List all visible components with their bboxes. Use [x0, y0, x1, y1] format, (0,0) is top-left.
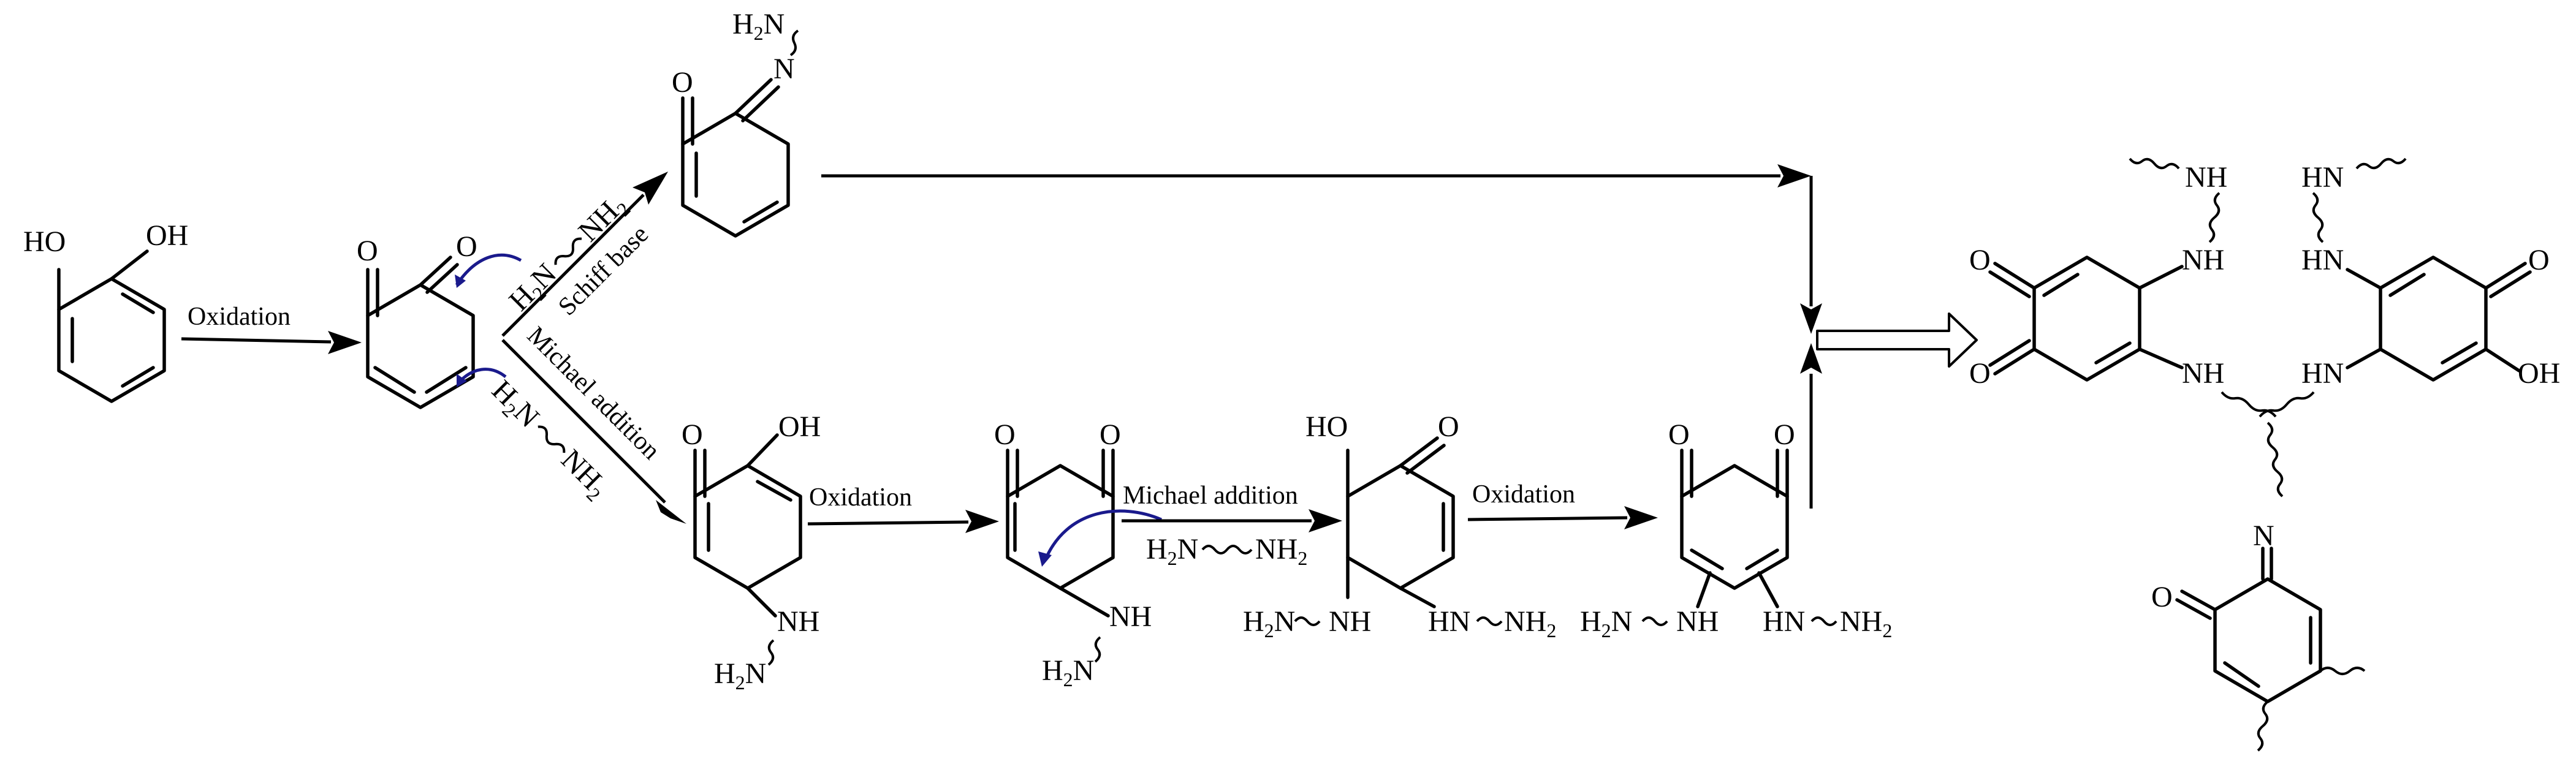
reagent-h2n: H2N	[503, 257, 565, 320]
hydroxyl-label: OH	[778, 411, 821, 443]
electron-arrow-head	[457, 374, 467, 387]
nh-label: NH	[1329, 605, 1371, 638]
amine-label: H2N	[1042, 654, 1094, 691]
oxygen-label: O	[357, 235, 378, 267]
hydroxyl-label: HO	[1305, 411, 1348, 443]
oxygen-label: O	[682, 418, 703, 451]
reagent-nh2: NH2	[1504, 605, 1556, 641]
o-quinone-molecule: O O	[357, 230, 477, 409]
electron-arrow-head	[455, 274, 466, 288]
oxidation-arrow-3: Oxidation	[1467, 480, 1658, 529]
electron-arrow-head	[1038, 551, 1052, 567]
upward-arrow	[1800, 343, 1822, 509]
nh-label: NH	[2182, 357, 2224, 390]
nh-label: NH	[1109, 600, 1152, 633]
nitrogen-label: N	[773, 53, 795, 85]
crosslinked-product: O O NH NH NH O OH HN HN HN N	[1969, 157, 2560, 752]
amine-label: H2N	[714, 657, 766, 694]
reaction-label: Michael addition	[1123, 482, 1298, 510]
quinone-adduct-molecule: O O NH H2N	[994, 418, 1152, 691]
schiff-base-arrow: H2N NH2 Schiff base	[501, 172, 668, 337]
hydroxyl-label: OH	[2518, 357, 2560, 390]
electron-arrow	[455, 253, 522, 286]
catechol-molecule: HO OH	[23, 219, 188, 403]
reaction-label: Oxidation	[1472, 480, 1575, 509]
schiff-base-product: O N H2N	[672, 8, 799, 238]
michael-adduct-molecule: O OH NH H2N	[682, 411, 821, 694]
oxygen-label: O	[2528, 244, 2550, 276]
oxygen-label: O	[1668, 418, 1690, 451]
oxygen-label: O	[1100, 418, 1121, 451]
bis-adduct-quinone-molecule: O O NH H2N HN NH2	[1580, 418, 1892, 641]
hydroxyl-label: HO	[23, 225, 66, 258]
hydroxyl-label: OH	[146, 219, 188, 252]
oxygen-label: O	[1969, 244, 1991, 276]
reagent-nh2: NH2	[552, 443, 615, 505]
hollow-arrow	[1816, 312, 1978, 368]
electron-arrow	[1043, 509, 1162, 561]
oxygen-label: O	[672, 66, 693, 99]
oxygen-label: O	[1969, 357, 1991, 390]
oxidation-arrow-2: Oxidation	[807, 483, 999, 533]
amine-label: H2N	[1580, 605, 1632, 641]
amine-label: H2N	[732, 8, 785, 44]
bis-adduct-molecule: HO O NH H2N HN NH2	[1243, 411, 1556, 641]
oxygen-label: O	[1438, 411, 1459, 443]
reagent-h2n: H2N	[1146, 533, 1198, 569]
long-arrow-top	[821, 164, 1822, 334]
reaction-label: Oxidation	[809, 483, 912, 512]
hn-label: HN	[2301, 244, 2344, 276]
nitrogen-label: N	[2253, 520, 2274, 552]
reagent-nh2: NH2	[1840, 605, 1892, 641]
oxygen-label: O	[456, 230, 477, 263]
oxidation-arrow-1: Oxidation	[181, 303, 362, 354]
nh-label: NH	[1676, 605, 1719, 638]
oxygen-label: O	[994, 418, 1016, 451]
amine-label: H2N	[1243, 605, 1295, 641]
nh-label: NH	[2182, 244, 2224, 276]
nh-label: NH	[777, 605, 819, 638]
reagent-h2n: H2N	[483, 374, 545, 436]
michael-addition-arrow-1: Michael addition H2N NH2	[483, 322, 686, 524]
hn-label: HN	[2301, 357, 2344, 390]
hn-label: HN	[2301, 161, 2344, 194]
reaction-label: Oxidation	[188, 303, 291, 331]
reaction-label: Michael addition	[522, 322, 666, 466]
oxygen-label: O	[2151, 581, 2173, 613]
oxygen-label: O	[1774, 418, 1795, 451]
nh-label: NH	[2185, 161, 2227, 194]
hn-label: HN	[1763, 605, 1805, 638]
michael-addition-arrow-2: Michael addition H2N NH2	[1122, 482, 1342, 569]
hn-label: HN	[1428, 605, 1470, 638]
reagent-nh2: NH2	[1255, 533, 1307, 569]
